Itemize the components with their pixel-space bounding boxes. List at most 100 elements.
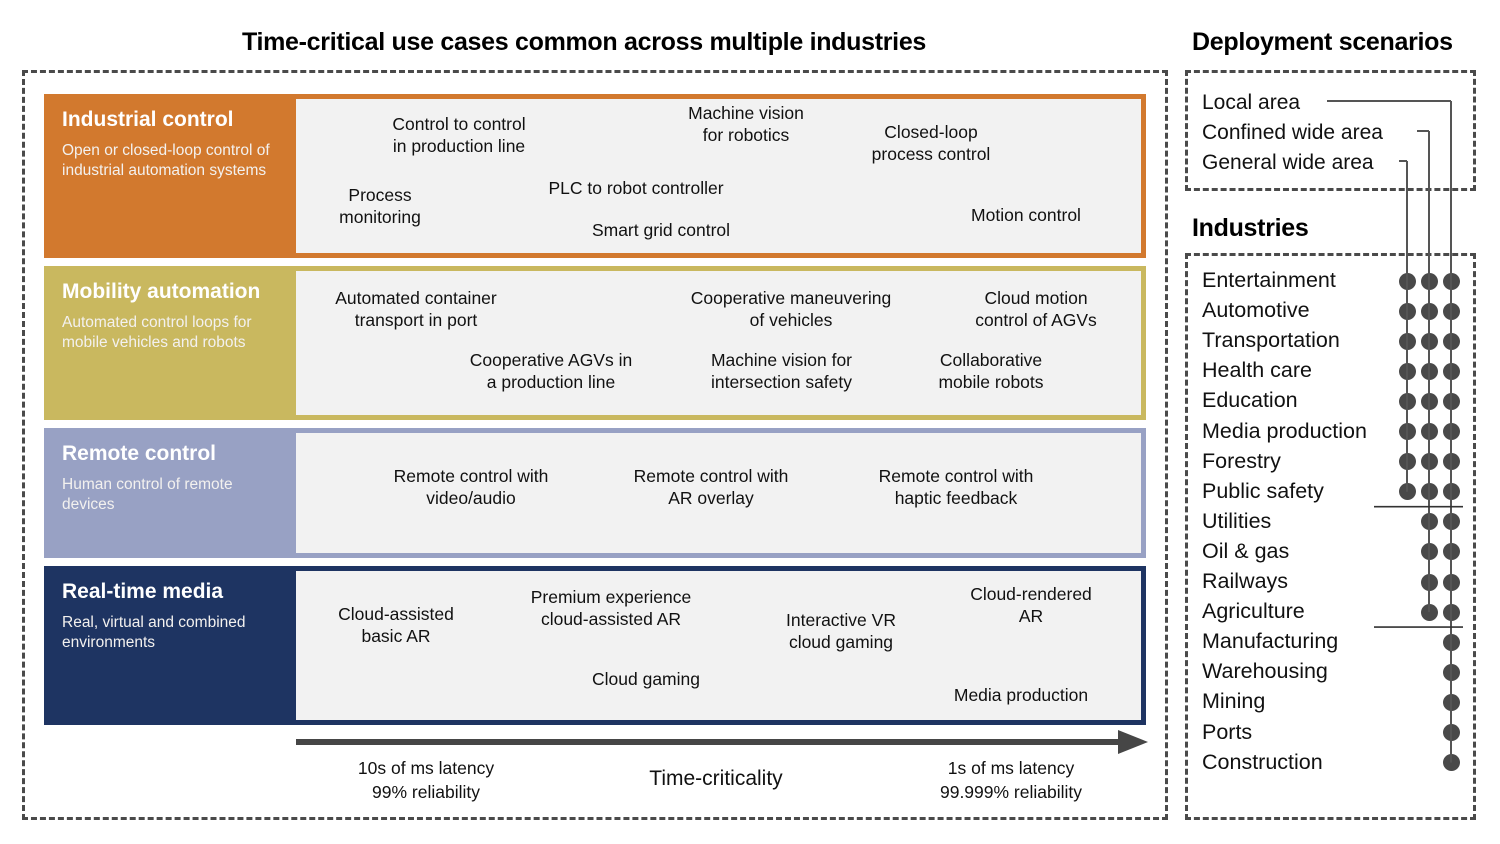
industry-dot (1420, 573, 1438, 591)
use-case-item: Interactive VR cloud gaming (786, 610, 896, 653)
industry-dot (1442, 513, 1460, 531)
category-description: Open or closed-loop control of industria… (62, 142, 270, 180)
industry-label: Transportation (1202, 328, 1340, 353)
time-criticality-axis: 10s of ms latency 99% reliability Time-c… (296, 730, 1156, 813)
use-case-item: Cloud-rendered AR (970, 584, 1092, 627)
industry-dot (1442, 483, 1460, 501)
deployment-scenario-confined-wide-area: Confined wide area (1202, 121, 1383, 144)
industry-label: Construction (1202, 749, 1323, 774)
industry-dot (1398, 423, 1416, 440)
use-case-area-real-time-media: Cloud-assisted basic AR Premium experien… (296, 571, 1141, 720)
category-description: Real, virtual and combined environments (62, 614, 246, 652)
industry-dot (1398, 362, 1416, 380)
industry-dot (1420, 513, 1438, 531)
industry-label: Public safety (1202, 478, 1324, 503)
industry-dot (1442, 392, 1460, 410)
industry-dot (1442, 693, 1460, 711)
deployment-scenarios-title: Deployment scenarios (1192, 28, 1453, 56)
industry-dot (1442, 633, 1460, 651)
industry-dot (1420, 362, 1438, 380)
industry-dot (1420, 603, 1438, 621)
industry-label: Ports (1202, 719, 1253, 744)
industry-dot (1442, 362, 1460, 380)
category-row-remote-control: Remote control Human control of remote d… (44, 428, 1146, 558)
industry-dot (1398, 302, 1416, 320)
category-label-remote-control: Remote control Human control of remote d… (44, 428, 296, 558)
industry-dot (1420, 302, 1438, 320)
industry-dot (1398, 332, 1416, 350)
use-case-item: PLC to robot controller (548, 178, 724, 198)
category-name: Mobility automation (62, 280, 261, 303)
industry-label: Oil & gas (1202, 538, 1290, 563)
use-case-item: Automated container transport in port (335, 288, 497, 331)
industry-label: Health care (1202, 358, 1312, 383)
industry-label: Railways (1202, 569, 1289, 593)
arrow-head-icon (1118, 730, 1148, 754)
category-label-mobility-automation: Mobility automation Automated control lo… (44, 266, 296, 420)
industry-dot (1420, 392, 1438, 410)
page-title: Time-critical use cases common across mu… (241, 28, 927, 56)
category-label-real-time-media: Real-time media Real, virtual and combin… (44, 566, 296, 725)
industry-dot (1442, 272, 1460, 290)
industry-label: Automotive (1202, 298, 1310, 323)
industry-label: Utilities (1202, 508, 1272, 533)
industry-dot (1420, 423, 1438, 440)
use-case-item: Closed-loop process control (871, 122, 991, 165)
industry-dot (1420, 483, 1438, 501)
deployment-scenario-local-area: Local area (1202, 91, 1301, 114)
industry-dot (1442, 302, 1460, 320)
use-case-item: Motion control (971, 205, 1081, 225)
industries-title: Industries (1192, 214, 1309, 242)
industry-dot (1420, 453, 1438, 471)
use-case-item: Collaborative mobile robots (938, 350, 1044, 393)
industry-label: Entertainment (1202, 268, 1336, 292)
use-case-item: Process monitoring (339, 185, 421, 228)
use-case-area-mobility-automation: Automated container transport in port Co… (296, 271, 1141, 415)
use-case-item: Machine vision for robotics (688, 103, 804, 146)
category-row-real-time-media: Real-time media Real, virtual and combin… (44, 566, 1146, 725)
category-description: Automated control loops for mobile vehic… (62, 314, 252, 352)
industry-label: Education (1202, 388, 1298, 413)
use-case-item: Media production (953, 685, 1089, 705)
industry-dot (1442, 663, 1460, 681)
category-label-industrial-control: Industrial control Open or closed-loop c… (44, 94, 296, 258)
industry-dot (1398, 272, 1416, 290)
industry-label: Media production (1202, 418, 1367, 443)
industry-dot (1442, 603, 1460, 621)
industry-label: Agriculture (1202, 599, 1305, 624)
axis-label-right: 1s of ms latency 99.999% reliability (939, 758, 1083, 802)
use-case-item: Smart grid control (591, 220, 731, 240)
industry-dot (1420, 272, 1438, 290)
industry-dot (1398, 483, 1416, 501)
industry-dot (1442, 423, 1460, 440)
industry-dot (1398, 392, 1416, 410)
industry-dot (1398, 453, 1416, 471)
category-name: Remote control (62, 442, 217, 465)
industry-label: Manufacturing (1202, 629, 1339, 654)
use-case-area-industrial-control: Control to control in production line Ma… (296, 99, 1141, 253)
industry-dot (1420, 332, 1438, 350)
use-case-item: Remote control with AR overlay (633, 466, 789, 509)
use-case-item: Remote control with video/audio (393, 466, 549, 509)
category-name: Real-time media (62, 580, 224, 603)
industry-dot (1442, 332, 1460, 350)
use-case-item: Cloud motion control of AGVs (975, 288, 1097, 331)
axis-label-center: Time-criticality (649, 767, 783, 790)
category-row-industrial-control: Industrial control Open or closed-loop c… (44, 94, 1146, 258)
use-case-item: Cloud gaming (592, 669, 700, 689)
use-case-item: Cloud-assisted basic AR (338, 604, 454, 647)
industry-dot (1442, 543, 1460, 561)
use-case-item: Cooperative maneuvering of vehicles (690, 288, 892, 331)
industry-dot (1420, 543, 1438, 561)
use-case-item: Premium experience cloud-assisted AR (530, 587, 692, 630)
axis-label-left: 10s of ms latency 99% reliability (357, 758, 495, 802)
industry-dot (1442, 453, 1460, 471)
category-row-mobility-automation: Mobility automation Automated control lo… (44, 266, 1146, 420)
category-description: Human control of remote devices (62, 476, 233, 514)
industry-label: Forestry (1202, 448, 1281, 473)
category-name: Industrial control (62, 108, 234, 131)
use-case-area-remote-control: Remote control with video/audio Remote c… (296, 433, 1141, 553)
industry-label: Warehousing (1202, 659, 1328, 684)
use-case-item: Cooperative AGVs in a production line (469, 350, 633, 393)
